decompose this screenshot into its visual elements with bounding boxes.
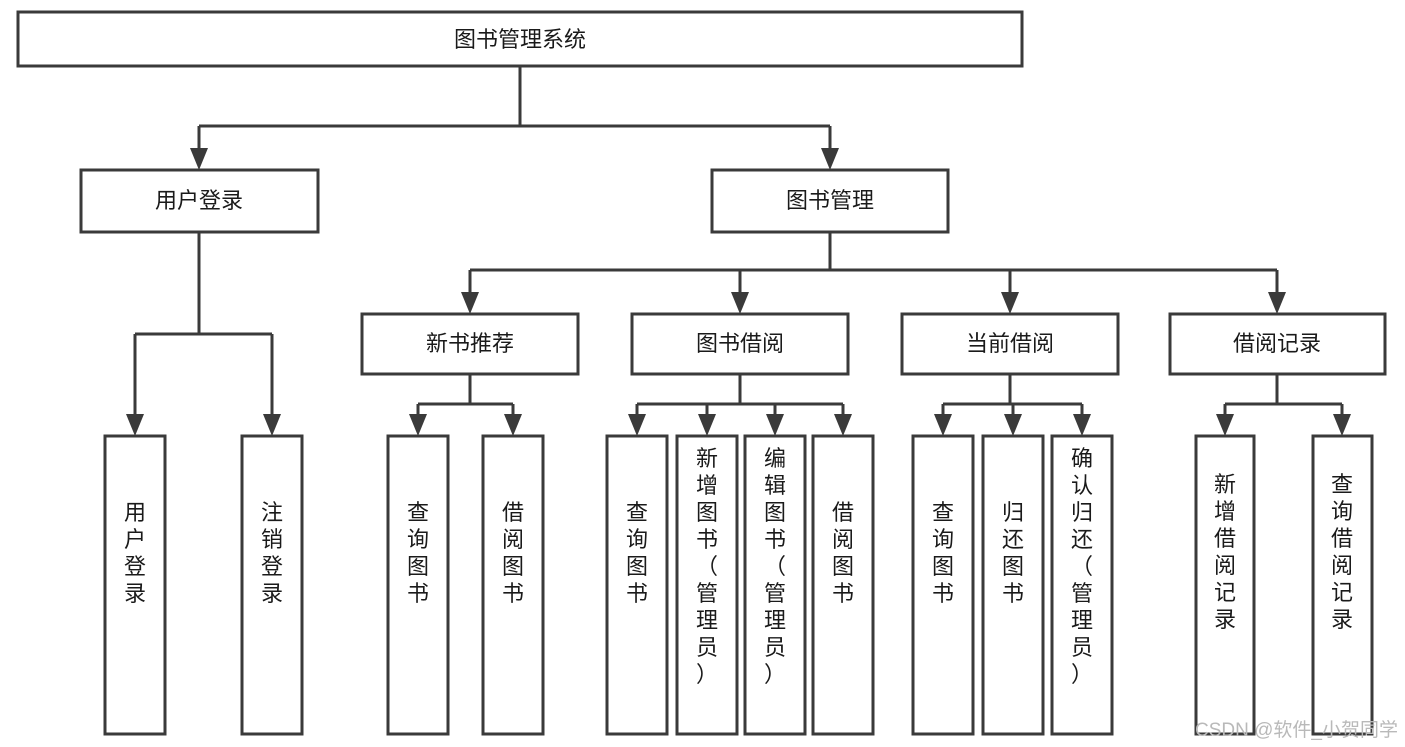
connector-layer: [126, 66, 1351, 436]
arrow-down-icon: [461, 292, 479, 314]
node-new-book-recommend-label: 新书推荐: [426, 331, 514, 356]
node-new-book-recommend[interactable]: 新书推荐: [360, 312, 580, 376]
node-current-borrow-label: 当前借阅: [966, 331, 1054, 356]
arrow-down-icon: [1004, 414, 1022, 436]
node-leaf-query-record[interactable]: 查询借阅记录: [1311, 434, 1374, 736]
node-leaf-confirm-return-label: 确认归还（管理员）: [1071, 446, 1093, 687]
arrow-down-icon: [731, 292, 749, 314]
arrow-down-icon: [834, 414, 852, 436]
node-book-management-label: 图书管理: [786, 188, 874, 213]
node-leaf-return-book-box[interactable]: [981, 434, 1045, 736]
node-root-box[interactable]: [16, 10, 1024, 68]
arrow-down-icon: [1333, 414, 1351, 436]
node-leaf-borrow-book-1-label: 借阅图书: [502, 500, 524, 606]
node-leaf-query-book-1-label: 查询图书: [407, 500, 429, 606]
arrow-down-icon: [821, 148, 839, 170]
node-book-management[interactable]: 图书管理: [710, 168, 950, 234]
node-leaf-borrow-book-2[interactable]: 借阅图书: [811, 434, 875, 736]
arrow-down-icon: [504, 414, 522, 436]
node-leaf-add-record-box[interactable]: [1194, 434, 1256, 736]
arrow-down-icon: [934, 414, 952, 436]
arrow-down-icon: [1073, 414, 1091, 436]
node-leaf-query-record-label: 查询借阅记录: [1331, 472, 1353, 632]
node-book-borrow[interactable]: 图书借阅: [630, 312, 850, 376]
node-user-login-box[interactable]: [79, 168, 320, 234]
node-leaf-return-book-label: 归还图书: [1002, 500, 1024, 606]
node-leaf-user-login[interactable]: 用户登录: [103, 434, 167, 736]
node-leaf-logout-login-box[interactable]: [240, 434, 304, 736]
node-borrow-record-box[interactable]: [1168, 312, 1387, 376]
arrow-down-icon: [698, 414, 716, 436]
node-leaf-confirm-return-box[interactable]: [1050, 434, 1114, 736]
node-leaf-user-login-label: 用户登录: [124, 500, 146, 606]
node-leaf-add-book-box[interactable]: [675, 434, 739, 736]
node-leaf-return-book[interactable]: 归还图书: [981, 434, 1045, 736]
node-new-book-recommend-box[interactable]: [360, 312, 580, 376]
node-leaf-query-book-1-box[interactable]: [386, 434, 450, 736]
node-current-borrow-box[interactable]: [900, 312, 1120, 376]
node-book-borrow-label: 图书借阅: [696, 331, 784, 356]
node-leaf-edit-book-label: 编辑图书（管理员）: [764, 446, 786, 687]
node-leaf-logout-login[interactable]: 注销登录: [240, 434, 304, 736]
node-leaf-borrow-book-2-box[interactable]: [811, 434, 875, 736]
node-user-login-label: 用户登录: [155, 188, 243, 213]
node-book-management-box[interactable]: [710, 168, 950, 234]
node-leaf-borrow-book-2-label: 借阅图书: [832, 500, 854, 606]
node-leaf-logout-login-label: 注销登录: [261, 500, 283, 606]
node-leaf-query-book-3-box[interactable]: [911, 434, 975, 736]
node-root-label: 图书管理系统: [454, 27, 586, 52]
node-leaf-query-book-2[interactable]: 查询图书: [605, 434, 669, 736]
node-leaf-edit-book[interactable]: 编辑图书（管理员）: [743, 434, 807, 736]
arrow-down-icon: [1268, 292, 1286, 314]
node-user-login[interactable]: 用户登录: [79, 168, 320, 234]
arrow-down-icon: [1216, 414, 1234, 436]
node-leaf-borrow-book-1-box[interactable]: [481, 434, 545, 736]
arrow-down-icon: [190, 148, 208, 170]
node-leaf-add-book-label: 新增图书（管理员）: [696, 446, 718, 687]
node-leaf-query-book-3-label: 查询图书: [932, 500, 954, 606]
node-leaf-query-book-1[interactable]: 查询图书: [386, 434, 450, 736]
arrow-down-icon: [263, 414, 281, 436]
node-leaf-user-login-box[interactable]: [103, 434, 167, 736]
node-leaf-confirm-return[interactable]: 确认归还（管理员）: [1050, 434, 1114, 736]
node-leaf-borrow-book-1[interactable]: 借阅图书: [481, 434, 545, 736]
node-leaf-add-book[interactable]: 新增图书（管理员）: [675, 434, 739, 736]
node-leaf-query-record-box[interactable]: [1311, 434, 1374, 736]
node-leaf-edit-book-box[interactable]: [743, 434, 807, 736]
arrow-down-icon: [126, 414, 144, 436]
node-leaf-add-record[interactable]: 新增借阅记录: [1194, 434, 1256, 736]
node-borrow-record-label: 借阅记录: [1233, 331, 1321, 356]
node-borrow-record[interactable]: 借阅记录: [1168, 312, 1387, 376]
node-root[interactable]: 图书管理系统: [16, 10, 1024, 68]
node-book-borrow-box[interactable]: [630, 312, 850, 376]
node-leaf-query-book-2-box[interactable]: [605, 434, 669, 736]
watermark-label: CSDN @软件_小贺同学: [1195, 719, 1398, 741]
node-leaf-add-record-label: 新增借阅记录: [1214, 472, 1236, 632]
node-current-borrow[interactable]: 当前借阅: [900, 312, 1120, 376]
arrow-down-icon: [628, 414, 646, 436]
node-leaf-query-book-3[interactable]: 查询图书: [911, 434, 975, 736]
arrow-down-icon: [1001, 292, 1019, 314]
arrow-down-icon: [409, 414, 427, 436]
arrow-down-icon: [766, 414, 784, 436]
node-leaf-query-book-2-label: 查询图书: [626, 500, 648, 606]
